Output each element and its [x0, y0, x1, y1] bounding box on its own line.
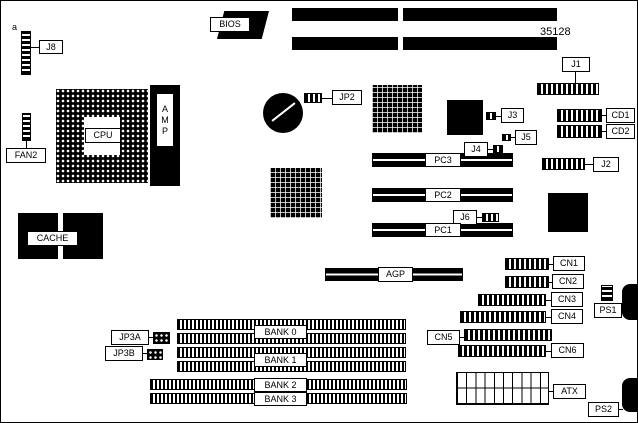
bank2-label: BANK 2 — [254, 378, 307, 392]
cn5-connector — [464, 329, 552, 341]
edge-slot-4 — [403, 37, 557, 50]
jp3a-callout-line — [149, 337, 153, 338]
corner-mark: a — [12, 22, 18, 32]
ps1-label: PS1 — [594, 303, 622, 318]
j8-label: J8 — [39, 40, 63, 54]
south-chip — [548, 193, 588, 232]
j2-label: J2 — [593, 157, 619, 172]
cd2-connector — [557, 125, 602, 138]
cn3-label: CN3 — [551, 292, 583, 307]
ps1-port — [622, 284, 637, 320]
fan2-callout-line — [26, 141, 27, 148]
jp3b-jumper — [147, 349, 163, 360]
ps2-label: PS2 — [588, 402, 619, 417]
j4-label: J4 — [464, 142, 488, 157]
io-chip — [447, 100, 483, 135]
bank1-label: BANK 1 — [254, 353, 307, 367]
cd2-callout-line — [602, 131, 606, 132]
cn5-callout-line — [460, 337, 464, 338]
cd2-label: CD2 — [606, 124, 635, 139]
ps2-port — [622, 378, 637, 412]
jp2-callout-line — [322, 98, 332, 99]
jp2-jumper — [304, 93, 322, 103]
j6-callout-line — [477, 217, 482, 218]
chipset-chip-2 — [270, 168, 322, 218]
jp3b-callout-line — [143, 353, 147, 354]
atx-callout-line — [549, 391, 553, 392]
edge-slot-1 — [292, 8, 398, 21]
j8-callout-line — [31, 47, 39, 48]
cd1-label: CD1 — [606, 108, 635, 123]
cn6-connector — [458, 345, 546, 357]
fan2-connector — [22, 113, 31, 141]
j1-pin-header — [537, 83, 599, 95]
ps1-pin-header — [601, 285, 613, 301]
j5-callout-line — [511, 137, 515, 138]
j4-callout-line — [488, 149, 493, 150]
agp-label: AGP — [378, 267, 413, 282]
cn6-label: CN6 — [551, 343, 584, 358]
jp3a-label: JP3A — [111, 330, 149, 345]
j2-connector — [542, 158, 585, 170]
j6-label: J6 — [453, 210, 477, 225]
jp2-label: JP2 — [332, 90, 362, 105]
amp-label: AMP — [156, 93, 174, 147]
j5-jumper — [502, 134, 511, 141]
cd1-callout-line — [602, 115, 606, 116]
cd1-connector — [557, 109, 602, 122]
cn3-callout-line — [546, 300, 551, 301]
j5-label: J5 — [515, 130, 537, 145]
bios-label: BIOS — [210, 17, 250, 32]
cn4-callout-line — [546, 317, 551, 318]
cn4-label: CN4 — [551, 309, 583, 324]
jp3a-jumper — [153, 332, 170, 344]
cn1-connector — [505, 258, 549, 270]
j4-jumper — [493, 145, 503, 153]
pc2-label: PC2 — [425, 188, 461, 202]
edge-slot-3 — [292, 37, 398, 50]
cpu-label: CPU — [85, 128, 121, 143]
j1-callout-line — [575, 72, 576, 83]
bank0-label: BANK 0 — [254, 325, 307, 339]
part-number: 35128 — [540, 26, 571, 38]
ps2-callout-line — [618, 409, 623, 410]
fan2-label: FAN2 — [6, 148, 46, 163]
atx-power-connector — [456, 372, 549, 405]
cache-label: CACHE — [27, 231, 78, 246]
j3-label: J3 — [501, 108, 524, 123]
j3-callout-line — [496, 116, 501, 117]
j6-jumper — [482, 213, 499, 222]
pc1-label: PC1 — [425, 223, 461, 237]
cn4-connector — [460, 311, 546, 323]
j1-label: J1 — [562, 57, 590, 72]
cn2-label: CN2 — [552, 274, 584, 289]
chipset-chip-1 — [372, 85, 422, 133]
jp3b-label: JP3B — [105, 346, 143, 361]
cn6-callout-line — [546, 351, 551, 352]
j3-jumper — [486, 112, 496, 120]
cn1-callout-line — [549, 264, 553, 265]
atx-label: ATX — [553, 384, 586, 399]
cn2-callout-line — [549, 282, 552, 283]
j8-pin-header — [21, 31, 31, 75]
edge-slot-2 — [403, 8, 557, 21]
cn3-connector — [478, 294, 546, 306]
pc3-label: PC3 — [425, 153, 461, 167]
cn2-connector — [505, 276, 549, 288]
j2-callout-line — [585, 164, 593, 165]
bank3-label: BANK 3 — [254, 392, 307, 406]
cn5-label: CN5 — [427, 330, 460, 345]
cn1-label: CN1 — [553, 256, 585, 271]
